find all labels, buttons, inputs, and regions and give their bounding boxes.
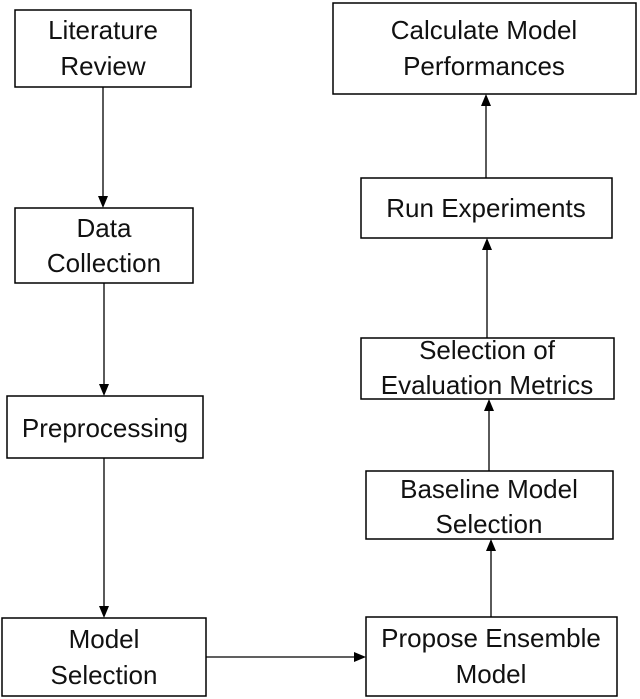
arrow-model-selection-to-ensemble bbox=[206, 652, 366, 662]
literature-review-label-line1: Literature bbox=[48, 15, 158, 45]
literature-review-label-line2: Review bbox=[60, 51, 145, 81]
preprocessing-label: Preprocessing bbox=[22, 413, 188, 443]
model-selection-box: Model Selection bbox=[1, 617, 207, 697]
arrow-ensemble-to-baseline bbox=[486, 539, 496, 617]
run-experiments-box: Run Experiments bbox=[360, 177, 613, 239]
evaluation-metrics-box: Selection of Evaluation Metrics bbox=[360, 335, 615, 400]
arrow-baseline-to-evaluation-metrics bbox=[484, 399, 494, 471]
data-collection-label-line2: Collection bbox=[47, 248, 161, 278]
evaluation-metrics-label-line2: Evaluation Metrics bbox=[381, 370, 593, 400]
propose-ensemble-model-box: Propose Ensemble Model bbox=[365, 616, 618, 697]
baseline-model-selection-label-line2: Selection bbox=[436, 509, 543, 539]
model-selection-label-line1: Model bbox=[69, 624, 140, 654]
baseline-model-selection-box: Baseline Model Selection bbox=[365, 470, 614, 540]
arrow-evaluation-metrics-to-run-experiments bbox=[482, 238, 492, 338]
preprocessing-box: Preprocessing bbox=[6, 395, 204, 459]
calculate-model-performances-box: Calculate Model Performances bbox=[332, 2, 637, 95]
run-experiments-label: Run Experiments bbox=[386, 193, 585, 223]
propose-ensemble-model-label-line2: Model bbox=[456, 659, 527, 689]
model-selection-label-line2: Selection bbox=[51, 660, 158, 690]
arrow-run-experiments-to-calculate-performances bbox=[481, 94, 491, 178]
calculate-model-performances-label-line2: Performances bbox=[403, 51, 565, 81]
arrow-preprocessing-to-model-selection bbox=[99, 458, 109, 618]
baseline-model-selection-label-line1: Baseline Model bbox=[400, 474, 578, 504]
propose-ensemble-model-label-line1: Propose Ensemble bbox=[381, 623, 601, 653]
data-collection-label-line1: Data bbox=[77, 213, 132, 243]
arrow-literature-to-data-collection bbox=[98, 87, 108, 208]
arrow-data-collection-to-preprocessing bbox=[99, 283, 109, 396]
data-collection-box: Data Collection bbox=[14, 207, 194, 284]
literature-review-box: Literature Review bbox=[14, 9, 192, 88]
calculate-model-performances-label-line1: Calculate Model bbox=[391, 15, 577, 45]
evaluation-metrics-label-line1: Selection of bbox=[419, 335, 556, 365]
